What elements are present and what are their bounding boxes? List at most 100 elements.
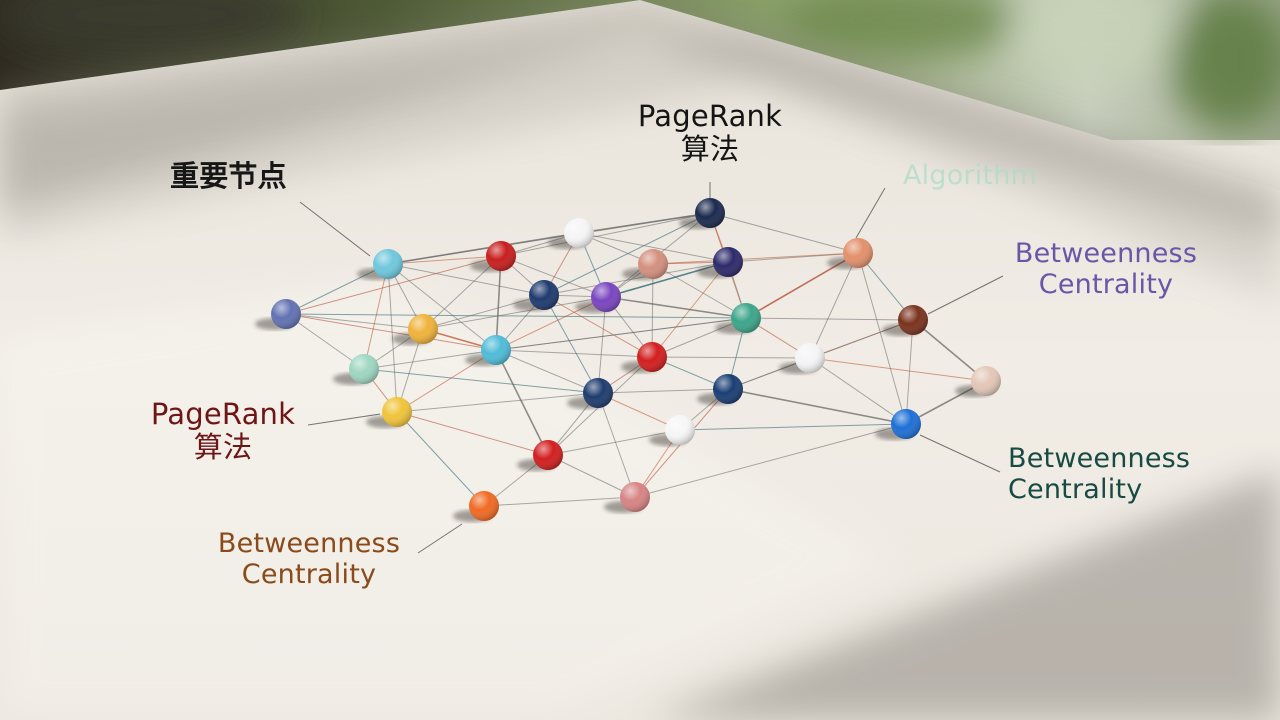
thread-red-top-slate-blue bbox=[285, 255, 502, 315]
node-red-top bbox=[470, 241, 516, 272]
node-beige bbox=[955, 366, 1001, 397]
node-gold-top bbox=[392, 314, 438, 345]
thread-sky-top-mint bbox=[363, 263, 389, 370]
node-brown bbox=[882, 305, 928, 336]
thread-white-low-red-low bbox=[547, 429, 681, 456]
thread-red-top-sky-top bbox=[387, 255, 502, 265]
node-highlight bbox=[533, 440, 563, 470]
leader-line-betweenness_purple bbox=[927, 275, 1004, 315]
thread-slate-blue-sky-mid bbox=[285, 313, 497, 351]
node-white-top bbox=[548, 218, 594, 249]
thread-sky-mid-red-low bbox=[495, 349, 549, 456]
node-gold-low bbox=[366, 397, 412, 428]
thread-rose-orange bbox=[483, 496, 636, 507]
node-rose bbox=[604, 482, 650, 513]
thread-navy-top-peach bbox=[709, 212, 859, 254]
label-pagerank-top: PageRank 算法 bbox=[630, 99, 790, 167]
node-white-low bbox=[649, 415, 695, 446]
label-important-nodes: 重要节点 bbox=[170, 159, 287, 193]
label-betweenness-teal-line1: Betweenness bbox=[1008, 443, 1191, 474]
thread-salmon-red-mid bbox=[651, 263, 654, 358]
label-betweenness-teal-line2: Centrality bbox=[1008, 474, 1143, 506]
node-highlight bbox=[481, 335, 511, 365]
node-highlight bbox=[713, 374, 743, 404]
leader-line-betweenness_teal bbox=[919, 434, 1001, 473]
node-highlight bbox=[637, 342, 667, 372]
node-highlight bbox=[638, 249, 668, 279]
node-highlight bbox=[564, 218, 594, 248]
thread-slate-blue-gold-top bbox=[285, 313, 424, 330]
node-navy-top bbox=[679, 198, 725, 229]
label-pagerank-left: PageRank 算法 bbox=[143, 397, 303, 465]
thread-peach-salmon bbox=[652, 252, 859, 265]
thread-brown-beige bbox=[912, 319, 987, 382]
leader-line-algorithm bbox=[855, 187, 886, 239]
label-pagerank-left-line1: PageRank bbox=[150, 397, 296, 431]
thread-sky-mid-teal-green bbox=[495, 317, 747, 351]
node-highlight bbox=[971, 366, 1001, 396]
node-highlight bbox=[373, 249, 403, 279]
node-sky-top bbox=[357, 249, 403, 280]
table-back-shadow bbox=[0, 0, 1280, 240]
node-highlight bbox=[843, 238, 873, 268]
node-slate-blue bbox=[255, 299, 301, 330]
thread-white-top-indigo bbox=[578, 232, 729, 263]
shadow-band-top bbox=[0, 30, 1280, 300]
node-mint bbox=[333, 354, 379, 385]
thread-navy-low-rose bbox=[597, 392, 636, 498]
thread-white-low-blue bbox=[679, 423, 907, 431]
label-pagerank-left-line2: 算法 bbox=[193, 430, 253, 465]
thread-red-top-sky-mid bbox=[495, 255, 502, 351]
node-purple bbox=[575, 282, 621, 313]
node-highlight bbox=[695, 198, 725, 228]
thread-red-top-purple bbox=[500, 255, 607, 298]
node-highlight bbox=[713, 247, 743, 277]
label-betweenness-brown-line2: Centrality bbox=[241, 559, 377, 591]
thread-red-mid-white-mid bbox=[651, 356, 811, 359]
thread-brown-blue bbox=[905, 319, 914, 425]
thread-white-top-sky-top bbox=[387, 232, 580, 265]
node-highlight bbox=[486, 241, 516, 271]
leader-line-betweenness_brown bbox=[417, 523, 463, 554]
node-peach bbox=[827, 238, 873, 269]
foliage bbox=[0, 0, 1280, 130]
node-red-low bbox=[517, 440, 563, 471]
thread-purple-navy-low bbox=[597, 296, 607, 394]
thread-slate-blue-mint bbox=[285, 313, 365, 370]
thread-navy-mid-red-mid bbox=[543, 294, 653, 358]
thread-gold-top-purple bbox=[422, 296, 607, 330]
label-algorithm: Algorithm bbox=[903, 160, 1037, 191]
label-leader-lines bbox=[299, 182, 1004, 554]
label-betweenness-purple: Betweenness Centrality bbox=[1008, 238, 1204, 300]
thread-gold-low-red-low bbox=[396, 411, 549, 456]
thread-slate-blue-teal-green bbox=[285, 313, 747, 319]
thread-teal-green-brown bbox=[745, 317, 914, 321]
shadow-band-bottom-right bbox=[650, 470, 1280, 720]
label-pagerank-top-line2: 算法 bbox=[680, 132, 740, 167]
node-highlight bbox=[529, 280, 559, 310]
node-highlight bbox=[591, 282, 621, 312]
thread-white-mid-beige bbox=[809, 357, 987, 382]
node-highlight bbox=[795, 343, 825, 373]
thread-sky-mid-red-mid bbox=[495, 349, 653, 358]
thread-peach-white-mid bbox=[809, 252, 859, 359]
node-highlight bbox=[408, 314, 438, 344]
thread-gold-low-orange bbox=[396, 411, 485, 507]
node-highlight bbox=[620, 482, 650, 512]
thread-sky-top-navy-mid bbox=[387, 263, 545, 296]
thread-mint-sky-mid bbox=[363, 349, 497, 370]
node-blue bbox=[875, 409, 921, 440]
leader-line-pagerank_left bbox=[307, 413, 381, 426]
thread-navy-top-red-top bbox=[500, 212, 711, 257]
label-important-nodes-text: 重要节点 bbox=[170, 159, 287, 193]
light-patch bbox=[0, 280, 900, 720]
node-navy-mid bbox=[513, 280, 559, 311]
thread-peach-blue bbox=[857, 252, 907, 425]
thread-navy-low-navy-low2 bbox=[597, 388, 729, 394]
node-highlight bbox=[583, 378, 613, 408]
network-nodes bbox=[255, 198, 1001, 522]
network-threads bbox=[285, 212, 987, 507]
node-teal-green bbox=[715, 303, 761, 334]
thread-blue-rose bbox=[634, 423, 907, 498]
thread-white-mid-blue bbox=[809, 357, 907, 425]
